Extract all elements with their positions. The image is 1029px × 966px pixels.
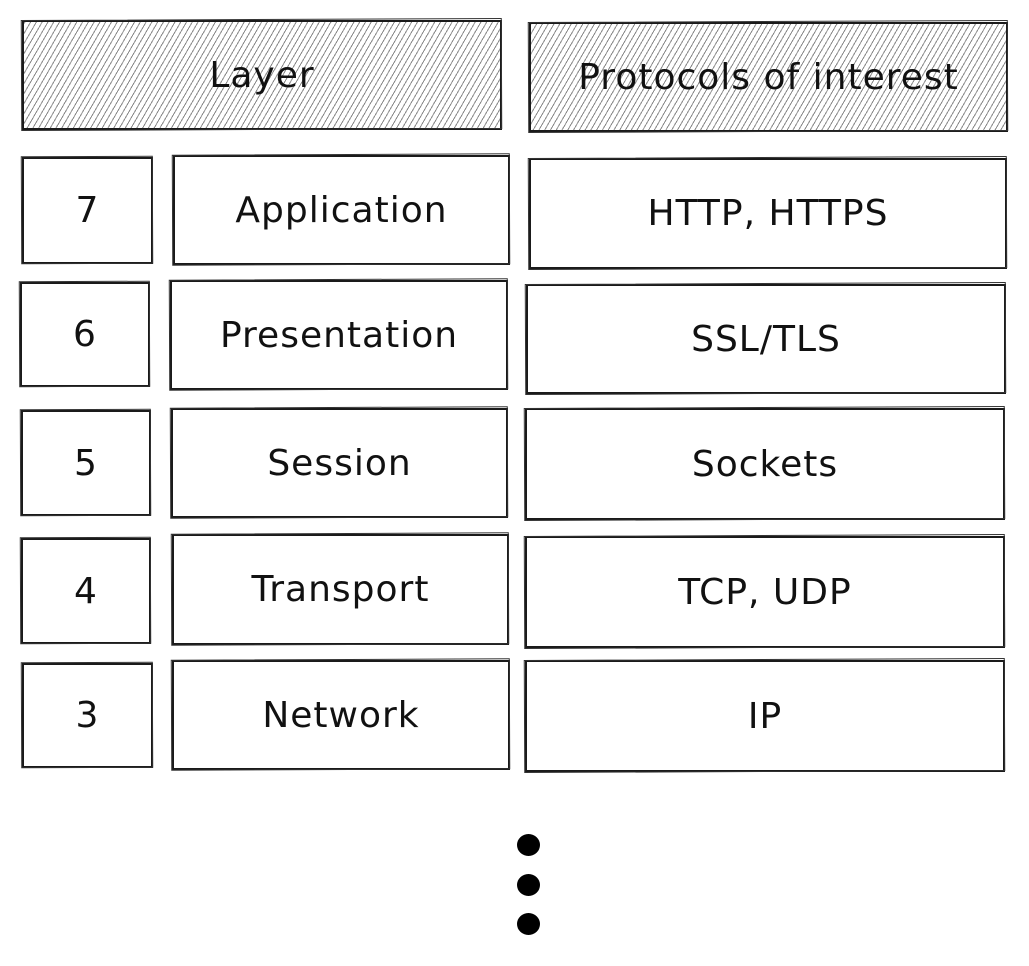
layer-name: Transport bbox=[251, 569, 430, 610]
protocols-cell: TCP, UDP bbox=[525, 536, 1005, 648]
header-layer: Layer bbox=[22, 20, 502, 130]
protocols-cell: HTTP, HTTPS bbox=[529, 158, 1007, 269]
layer-number-cell: 4 bbox=[21, 538, 151, 644]
layer-name: Network bbox=[262, 694, 420, 736]
layer-name-cell: Session bbox=[171, 408, 508, 518]
protocols-text: SSL/TLS bbox=[691, 318, 841, 360]
layer-name: Presentation bbox=[219, 314, 459, 356]
layer-name-cell: Network bbox=[172, 660, 510, 770]
header-protocols: Protocols of interest bbox=[529, 22, 1008, 132]
protocols-text: HTTP, HTTPS bbox=[647, 193, 889, 234]
layer-number-cell: 6 bbox=[20, 282, 150, 387]
ellipsis-dot bbox=[517, 913, 540, 935]
layer-number-cell: 7 bbox=[22, 157, 153, 264]
layer-name-cell: Application bbox=[173, 155, 510, 265]
layer-name-cell: Presentation bbox=[170, 280, 508, 390]
protocols-cell: Sockets bbox=[525, 408, 1005, 520]
layer-number: 5 bbox=[74, 442, 98, 484]
layer-number: 6 bbox=[73, 314, 97, 355]
protocols-text: Sockets bbox=[691, 443, 839, 485]
header-layer-label: Layer bbox=[209, 54, 315, 96]
layer-name: Session bbox=[267, 442, 412, 484]
layer-number-cell: 5 bbox=[21, 410, 151, 516]
protocols-text: IP bbox=[747, 695, 783, 737]
layer-number: 3 bbox=[75, 695, 100, 736]
protocols-text: TCP, UDP bbox=[678, 571, 852, 613]
protocols-cell: SSL/TLS bbox=[526, 284, 1006, 394]
ellipsis-dot bbox=[517, 874, 540, 896]
layer-name-cell: Transport bbox=[172, 534, 509, 645]
layer-number-cell: 3 bbox=[22, 663, 153, 768]
ellipsis-dot bbox=[517, 834, 540, 856]
layer-name: Application bbox=[235, 189, 448, 231]
layer-number: 4 bbox=[74, 570, 98, 612]
protocols-cell: IP bbox=[525, 660, 1005, 772]
layer-number: 7 bbox=[75, 190, 100, 231]
header-protocols-label: Protocols of interest bbox=[578, 56, 959, 98]
